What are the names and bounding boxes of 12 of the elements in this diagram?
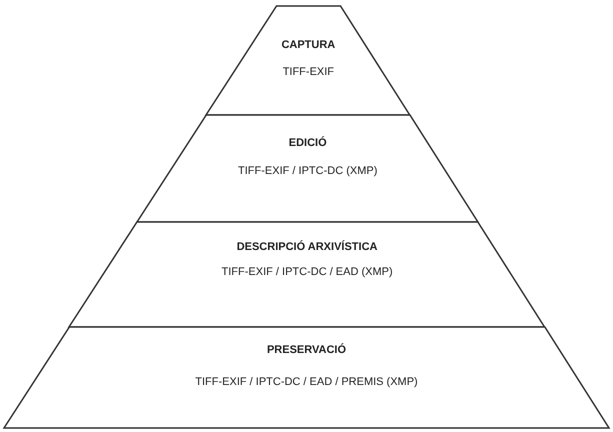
pyramid-tier <box>69 222 545 327</box>
tier-heading: CAPTURA <box>281 39 336 51</box>
tier-heading: PRESERVACIÓ <box>266 344 346 356</box>
tier-formats: TIFF-EXIF <box>282 66 334 78</box>
tier-formats: TIFF-EXIF / IPTC-DC (XMP) <box>238 165 378 177</box>
pyramid-tier <box>137 115 478 222</box>
pyramid-tier <box>206 6 410 115</box>
tier-formats: TIFF-EXIF / IPTC-DC / EAD (XMP) <box>222 266 393 278</box>
tier-formats: TIFF-EXIF / IPTC-DC / EAD / PREMIS (XMP) <box>195 376 418 388</box>
tier-heading: EDICIÓ <box>288 137 327 149</box>
tier-heading: DESCRIPCIÓ ARXIVÍSTICA <box>236 241 378 253</box>
pyramid-tier <box>4 327 609 428</box>
